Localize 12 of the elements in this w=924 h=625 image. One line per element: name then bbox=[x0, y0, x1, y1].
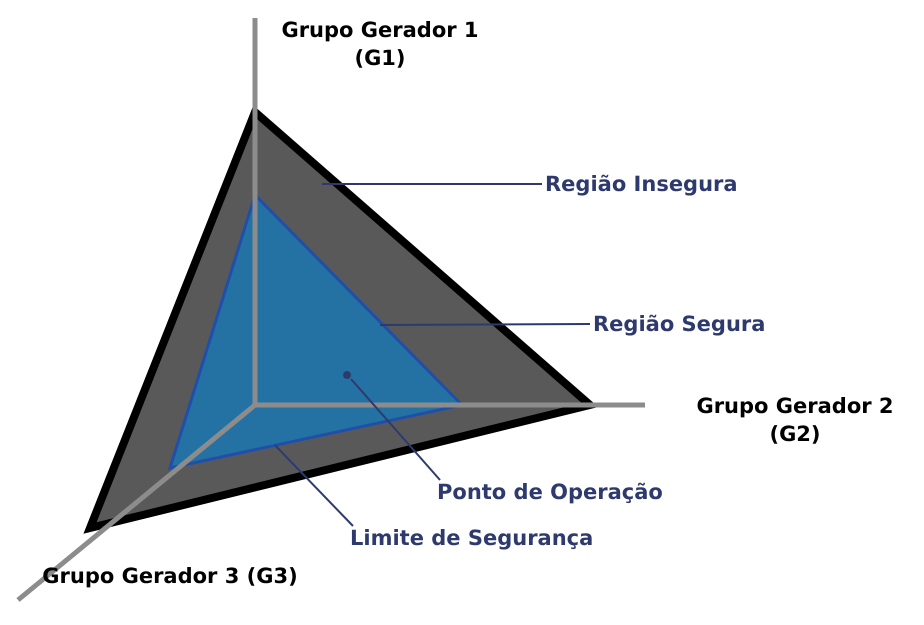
operating-point-label: Ponto de Operação bbox=[437, 478, 663, 506]
leader-line bbox=[350, 378, 441, 481]
leader-line bbox=[380, 323, 590, 326]
operating-point-dot bbox=[343, 371, 351, 379]
region-label: Região Insegura bbox=[545, 170, 738, 198]
leader-line bbox=[322, 183, 542, 185]
axis-label: Grupo Gerador 2 (G2) bbox=[695, 393, 895, 448]
boundary-label: Limite de Segurança bbox=[350, 524, 594, 552]
axis-label: Grupo Gerador 3 (G3) bbox=[41, 563, 299, 590]
leader-line bbox=[274, 444, 354, 527]
axis-label: Grupo Gerador 1 (G1) bbox=[280, 17, 480, 72]
region-label: Região Segura bbox=[593, 310, 766, 338]
